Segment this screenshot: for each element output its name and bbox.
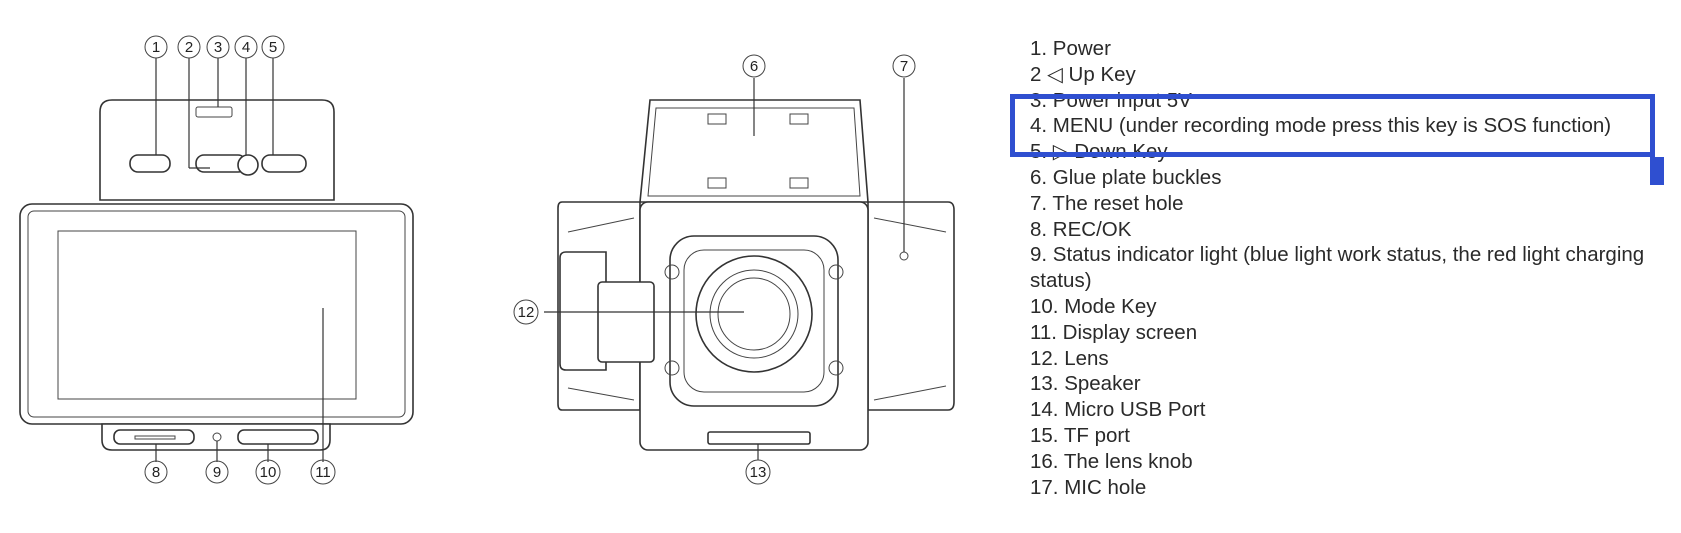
highlight-box bbox=[1010, 94, 1655, 157]
callout-9: 9 bbox=[205, 460, 229, 484]
legend-item: 14. Micro USB Port bbox=[1030, 398, 1206, 422]
glue-buckle bbox=[707, 113, 727, 125]
callout-10: 10 bbox=[255, 459, 281, 485]
callout-label: 2 bbox=[185, 39, 193, 56]
lens-knob bbox=[597, 281, 655, 363]
callout-4: 4 bbox=[234, 35, 258, 59]
display-screen bbox=[57, 230, 357, 400]
callout-label: 10 bbox=[260, 464, 277, 481]
callout-8: 8 bbox=[144, 460, 168, 484]
legend-item: 9. Status indicator light (blue light wo… bbox=[1030, 243, 1645, 293]
callout-label: 9 bbox=[213, 464, 221, 481]
glue-buckle bbox=[707, 177, 727, 189]
callouts: 1 2 3 4 5 6 7 8 9 10 11 12 13 bbox=[144, 35, 916, 485]
callout-3: 3 bbox=[206, 35, 230, 59]
callout-2: 2 bbox=[177, 35, 201, 59]
legend-item: 7. The reset hole bbox=[1030, 191, 1184, 215]
legend-item: 2 ◁ Up Key bbox=[1030, 62, 1136, 86]
rear-view bbox=[544, 78, 955, 460]
callout-label: 12 bbox=[518, 304, 535, 321]
legend-item: 17. MIC hole bbox=[1030, 475, 1147, 499]
power-button bbox=[129, 154, 171, 173]
callout-label: 5 bbox=[269, 39, 277, 56]
legend-item: 6. Glue plate buckles bbox=[1030, 165, 1222, 189]
callout-label: 3 bbox=[214, 39, 222, 56]
legend-item: 13. Speaker bbox=[1030, 372, 1141, 396]
callout-12: 12 bbox=[513, 299, 539, 325]
legend-item: 12. Lens bbox=[1030, 346, 1109, 370]
legend-item: 1. Power bbox=[1030, 37, 1111, 60]
callout-6: 6 bbox=[742, 54, 766, 78]
down-key bbox=[261, 154, 307, 173]
lens bbox=[695, 255, 813, 373]
legend-item: 16. The lens knob bbox=[1030, 449, 1193, 473]
callout-label: 7 bbox=[900, 58, 908, 75]
legend-item: 4. MENU (under recording mode press this… bbox=[1030, 114, 1612, 138]
callout-label: 8 bbox=[152, 464, 160, 481]
legend-item: 10. Mode Key bbox=[1030, 294, 1157, 318]
front-view bbox=[19, 58, 414, 462]
rec-ok-button bbox=[113, 429, 195, 445]
highlight-handle[interactable] bbox=[1650, 157, 1664, 185]
callout-label: 1 bbox=[152, 39, 160, 56]
callout-label: 4 bbox=[242, 39, 250, 56]
menu-key bbox=[237, 154, 259, 176]
glue-buckle bbox=[789, 177, 809, 189]
callout-11: 11 bbox=[310, 459, 336, 485]
dashcam-diagram: 1 2 3 4 5 6 7 8 9 10 11 12 13 bbox=[19, 35, 955, 485]
callout-7: 7 bbox=[892, 54, 916, 78]
speaker bbox=[707, 431, 811, 445]
legend-item: 5. ▷ Down Key bbox=[1030, 140, 1168, 164]
legend-item: 11. Display screen bbox=[1030, 320, 1198, 344]
mode-key bbox=[237, 429, 319, 445]
legend-item: 15. TF port bbox=[1030, 423, 1130, 447]
callout-13: 13 bbox=[745, 459, 771, 485]
legend-item: 8. REC/OK bbox=[1030, 217, 1132, 241]
callout-label: 6 bbox=[750, 58, 758, 75]
callout-label: 13 bbox=[750, 464, 767, 481]
callout-label: 11 bbox=[315, 464, 331, 481]
glue-buckle bbox=[789, 113, 809, 125]
callout-1: 1 bbox=[144, 35, 168, 59]
callout-5: 5 bbox=[261, 35, 285, 59]
